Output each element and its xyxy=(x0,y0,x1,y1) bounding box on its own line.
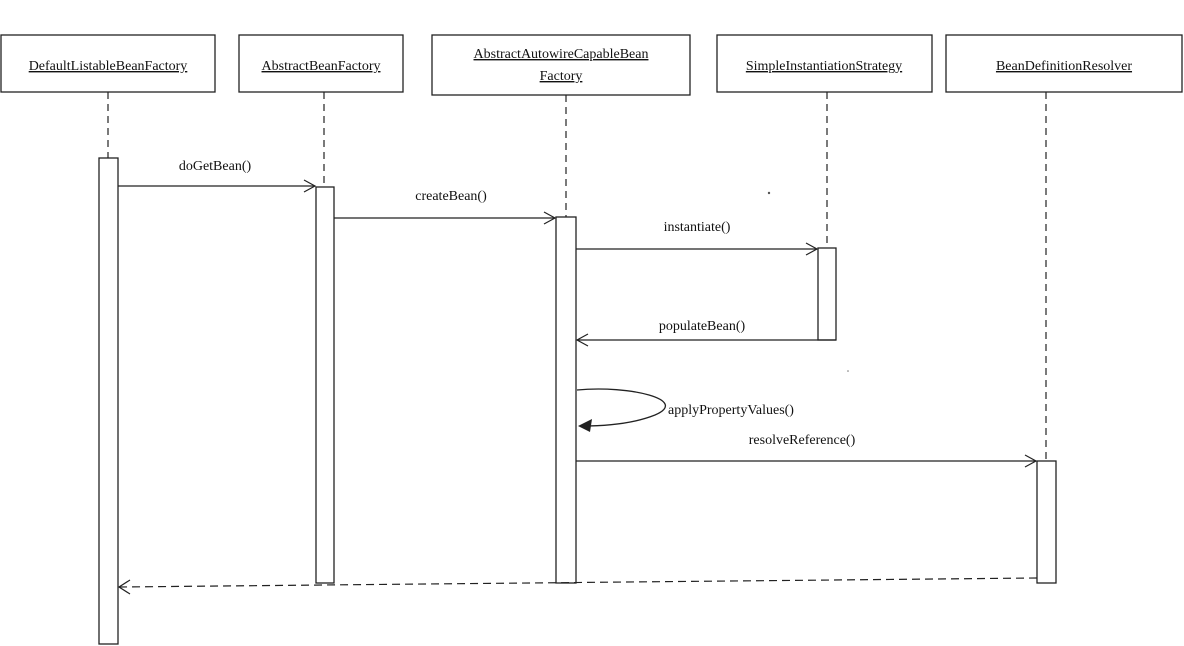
participant-label: SimpleInstantiationStrategy xyxy=(746,59,902,74)
participant-label: AbstractAutowireCapableBean xyxy=(474,47,649,62)
scan-speck xyxy=(767,191,771,195)
participant-bean-definition-resolver: BeanDefinitionResolver xyxy=(945,34,1183,93)
activation-bean-definition-resolver xyxy=(1036,460,1057,584)
arrowhead xyxy=(543,211,557,225)
message-apply-property-values: applyPropertyValues() xyxy=(576,388,794,432)
participant-simple-instantiation-strategy: SimpleInstantiationStrategy xyxy=(716,34,933,93)
activation-default-listable-bean-factory xyxy=(98,157,119,645)
message-populate-bean: populateBean() xyxy=(575,319,836,347)
message-return xyxy=(117,577,1038,595)
participant-label: BeanDefinitionResolver xyxy=(996,59,1132,74)
message-create-bean: createBean() xyxy=(334,189,557,225)
arrowhead xyxy=(1024,454,1038,468)
message-arrow xyxy=(118,577,1038,588)
participant-label-line2: Factory xyxy=(540,69,583,84)
message-label: populateBean() xyxy=(659,319,746,334)
message-do-get-bean: doGetBean() xyxy=(118,159,317,193)
participant-label: DefaultListableBeanFactory xyxy=(29,59,188,74)
message-label: instantiate() xyxy=(664,220,731,235)
arrowhead xyxy=(117,579,131,595)
message-instantiate: instantiate() xyxy=(576,220,819,256)
participant-default-listable-bean-factory: DefaultListableBeanFactory xyxy=(0,34,216,93)
message-label: createBean() xyxy=(415,189,487,204)
arrowhead xyxy=(578,419,592,432)
message-label: doGetBean() xyxy=(179,159,252,174)
activation-simple-instantiation-strategy xyxy=(817,247,837,341)
self-call-loop xyxy=(576,388,666,427)
activation-abstract-autowire-capable-bean-factory xyxy=(555,216,577,584)
participant-abstract-autowire-capable-bean-factory: AbstractAutowireCapableBean Factory xyxy=(431,34,691,96)
arrowhead xyxy=(805,242,819,256)
arrowhead xyxy=(575,333,589,347)
message-resolve-reference: resolveReference() xyxy=(576,433,1038,468)
message-label: applyPropertyValues() xyxy=(668,403,794,418)
participant-label: AbstractBeanFactory xyxy=(262,59,381,74)
participant-abstract-bean-factory: AbstractBeanFactory xyxy=(238,34,404,93)
activation-abstract-bean-factory xyxy=(315,186,335,584)
message-label: resolveReference() xyxy=(749,433,856,448)
arrowhead xyxy=(303,179,317,193)
scan-speck xyxy=(847,370,849,372)
